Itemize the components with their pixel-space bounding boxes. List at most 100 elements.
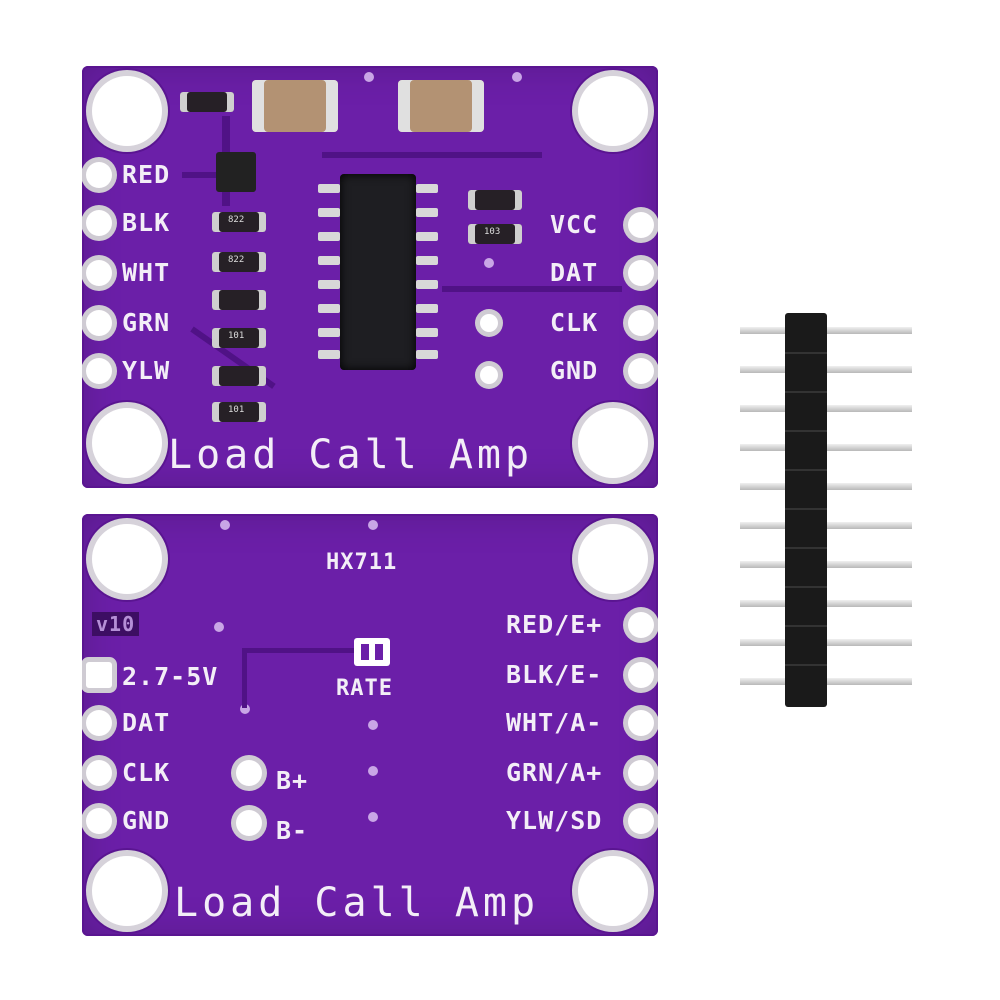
rate-label: RATE (336, 676, 393, 701)
header-divider (785, 430, 827, 432)
pin-pad-red (86, 162, 112, 188)
pin-pad-clk (86, 760, 112, 786)
pin-label-wht: WHT (122, 258, 171, 287)
mounting-hole (578, 524, 648, 594)
resistor-code: 103 (484, 227, 501, 237)
smd-component (180, 92, 234, 112)
pin-pad-ylw (86, 358, 112, 384)
smd-resistor (212, 366, 266, 386)
resistor-code: 101 (228, 405, 245, 415)
pin-pad-blk (86, 210, 112, 236)
pin-label-ylw-sd: YLW/SD (506, 806, 603, 835)
smd-resistor: 822 (212, 212, 266, 232)
pin-pad-b-minus (236, 810, 262, 836)
via (512, 72, 522, 82)
smd-resistor: 101 (212, 328, 266, 348)
board-title: Load Call Amp (174, 880, 540, 926)
via (368, 720, 378, 730)
ic-leg (416, 350, 438, 359)
smd-resistor: 101 (212, 402, 266, 422)
pin-pad-ylw-sd (628, 808, 654, 834)
resistor-code: 822 (228, 255, 245, 265)
ic-leg (318, 184, 340, 193)
test-pad (480, 366, 498, 384)
pin-label-ylw: YLW (122, 356, 171, 385)
pin-pad-vcc (628, 212, 654, 238)
ic-leg (318, 328, 340, 337)
pcb-trace (242, 648, 247, 708)
test-pad (480, 314, 498, 332)
jumper-pad (375, 644, 383, 660)
ic-leg (416, 184, 438, 193)
pcb-trace (242, 648, 354, 653)
via (368, 520, 378, 530)
board-title: Load Call Amp (168, 432, 534, 478)
hx711-board-bottom-side: HX711 v10 RATE B+ B- 2.7-5V DAT CLK GND … (82, 514, 658, 936)
pin-label-grn: GRN (122, 308, 171, 337)
ic-leg (318, 304, 340, 313)
pin-label-blk-e-minus: BLK/E- (506, 660, 603, 689)
mounting-hole (92, 76, 162, 146)
via (214, 622, 224, 632)
ic-leg (416, 208, 438, 217)
pin-label-gnd: GND (550, 356, 599, 385)
pin-pad-dat (86, 710, 112, 736)
smd-resistor (468, 190, 522, 210)
pin-label-grn-a-plus: GRN/A+ (506, 758, 603, 787)
pin-label-clk: CLK (550, 308, 599, 337)
mounting-hole (578, 408, 648, 478)
mounting-hole (92, 524, 162, 594)
pin-label-dat: DAT (550, 258, 599, 287)
ic-leg (318, 232, 340, 241)
ic-leg (416, 304, 438, 313)
pin-label-blk: BLK (122, 208, 171, 237)
header-divider (785, 469, 827, 471)
pin-pad-dat (628, 260, 654, 286)
mounting-hole (578, 856, 648, 926)
via (240, 704, 250, 714)
header-divider (785, 508, 827, 510)
pin-pad-wht-a-minus (628, 710, 654, 736)
hx711-ic-chip (340, 174, 416, 370)
b-plus-label: B+ (276, 766, 309, 795)
pin-label-gnd: GND (122, 806, 171, 835)
smd-resistor (212, 290, 266, 310)
resistor-code: 101 (228, 331, 245, 341)
smd-capacitor (398, 80, 484, 132)
pin-pad-red-e-plus (628, 612, 654, 638)
transistor (216, 152, 256, 192)
pin-pad-grn-a-plus (628, 760, 654, 786)
ic-leg (318, 350, 340, 359)
pin-label-clk: CLK (122, 758, 171, 787)
hx711-board-top-side: 822 822 101 101 103 RED BLK WHT GRN YLW … (82, 66, 658, 488)
via (368, 812, 378, 822)
pin-pad-gnd (86, 808, 112, 834)
via (368, 766, 378, 776)
pcb-trace (182, 172, 242, 178)
ic-leg (318, 208, 340, 217)
header-divider (785, 391, 827, 393)
ic-leg (416, 256, 438, 265)
via (484, 258, 494, 268)
header-divider (785, 547, 827, 549)
pin-label-vcc: VCC (550, 210, 599, 239)
ic-leg (416, 280, 438, 289)
mounting-hole (92, 408, 162, 478)
ic-leg (416, 328, 438, 337)
chip-label: HX711 (326, 550, 398, 575)
pin-pad-clk (628, 310, 654, 336)
smd-capacitor (252, 80, 338, 132)
pin-pad-wht (86, 260, 112, 286)
jumper-pad (361, 644, 369, 660)
header-divider (785, 352, 827, 354)
version-label: v10 (92, 612, 140, 636)
pcb-trace (442, 286, 622, 292)
b-minus-label: B- (276, 816, 309, 845)
header-divider (785, 586, 827, 588)
resistor-code: 822 (228, 215, 245, 225)
pin-label-red-e-plus: RED/E+ (506, 610, 603, 639)
header-divider (785, 664, 827, 666)
via (220, 520, 230, 530)
pin-pad-b-plus (236, 760, 262, 786)
ic-leg (318, 256, 340, 265)
